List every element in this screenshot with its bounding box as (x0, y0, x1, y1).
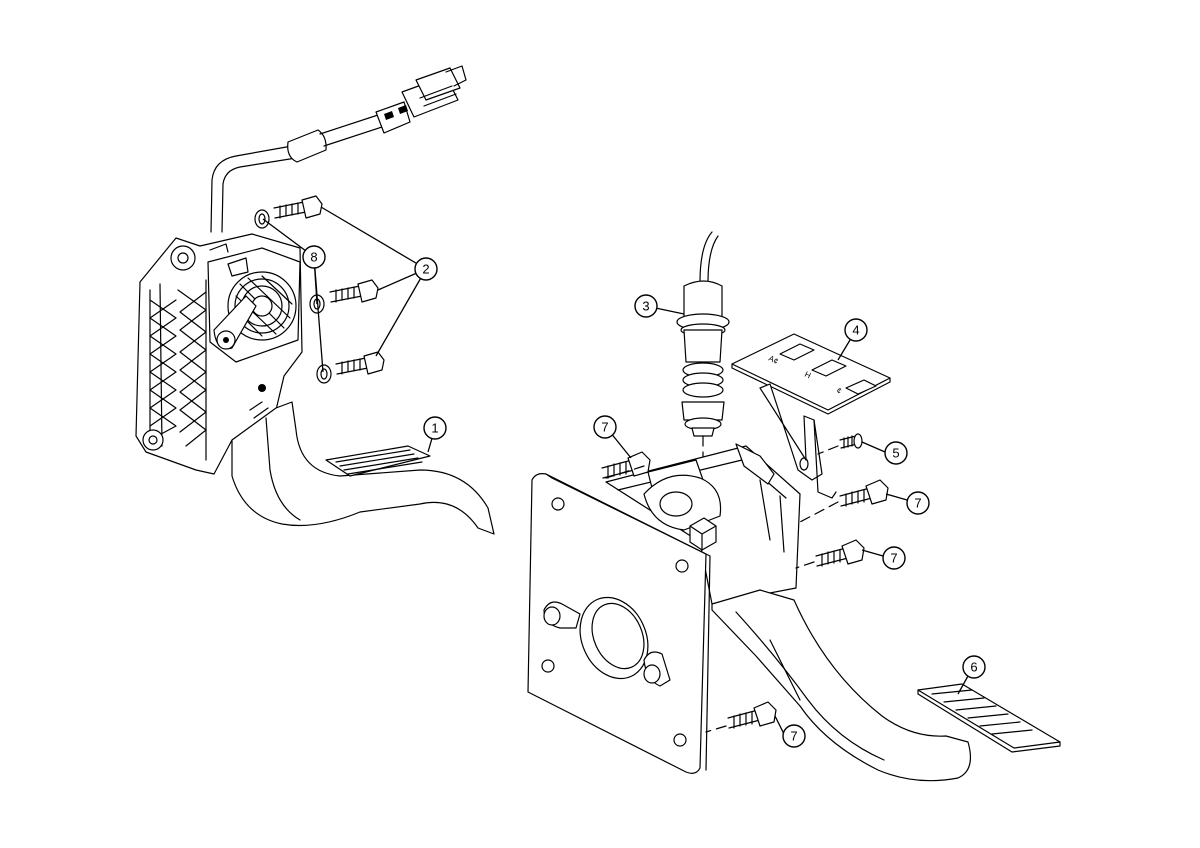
bolt-lower-left (335, 351, 385, 375)
bolt-b (839, 479, 889, 507)
callout-7-top-label: 7 (601, 420, 608, 435)
bolt-c (815, 539, 865, 567)
callout-5: 5 (884, 441, 908, 465)
bolt-upper-left (273, 195, 323, 219)
callout-6-label: 6 (970, 660, 977, 675)
callout-7-right-upper: 7 (906, 491, 930, 515)
callout-2-label: 2 (422, 262, 429, 277)
brake-pedal-arm (711, 589, 971, 782)
callout-7-right-upper-label: 7 (914, 496, 921, 511)
washer-upper (254, 209, 270, 229)
mounting-plate (527, 473, 711, 774)
brake-pedal-pad (917, 683, 1061, 753)
wiring-harness (210, 65, 467, 233)
callout-2: 2 (414, 257, 438, 281)
plate-marking-2: H (803, 370, 812, 381)
pedal-sensor (207, 243, 301, 363)
callout-5-label: 5 (892, 446, 899, 461)
assembly-guide-lines (605, 435, 839, 733)
callout-7-bottom: 7 (782, 724, 806, 748)
accelerator-pedal-assembly (135, 65, 495, 535)
callout-6: 6 (962, 655, 986, 679)
pivot-bolt (689, 517, 717, 551)
plate-marking-3: ¢ (835, 386, 843, 396)
plate-marking-1: A¢ (767, 354, 780, 366)
callout-8-label: 8 (310, 250, 317, 265)
callout-7-right-lower: 7 (882, 546, 906, 570)
callout-3: 3 (634, 294, 658, 318)
washer-lower (316, 364, 332, 384)
callout-7-bottom-label: 7 (790, 729, 797, 744)
stop-lamp-switch (676, 280, 730, 437)
callout-1-label: 1 (431, 421, 438, 436)
callout-4: 4 (844, 318, 868, 342)
callout-7-right-lower-label: 7 (890, 551, 897, 566)
bolt-middle-left (329, 279, 379, 303)
switch-cable (699, 231, 719, 283)
brake-pedal-assembly: A¢ H ¢ (527, 231, 1061, 782)
bolt-d (727, 701, 777, 729)
callout-8: 8 (302, 245, 326, 269)
callout-3-label: 3 (642, 299, 649, 314)
label-plate: A¢ H ¢ (731, 333, 891, 499)
screw-small (839, 433, 863, 449)
callout-1: 1 (423, 416, 447, 440)
callout-4-label: 4 (852, 323, 859, 338)
accelerator-pedal-arm (231, 384, 495, 535)
bolt-a (601, 451, 651, 479)
callout-7-top: 7 (593, 415, 617, 439)
